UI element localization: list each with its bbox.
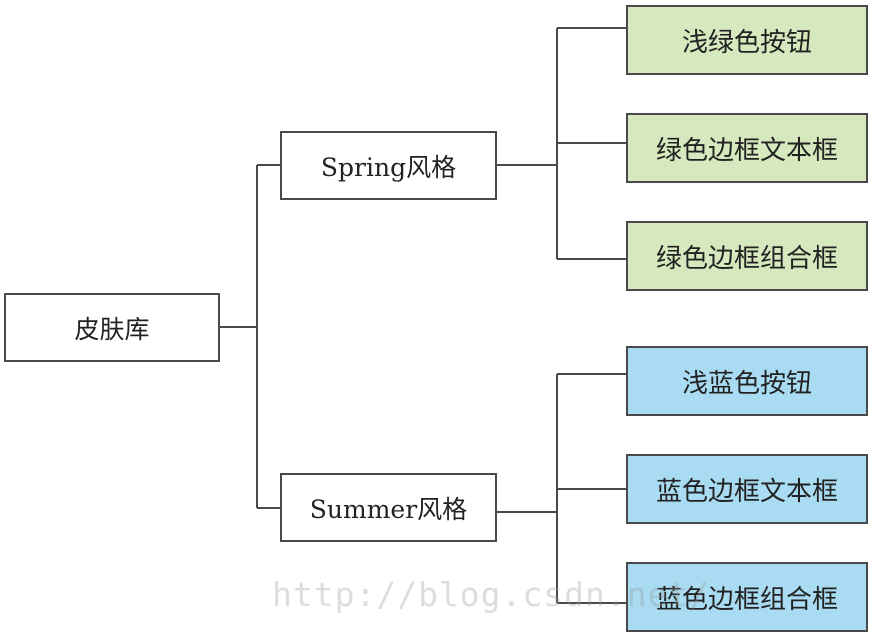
leaf-label: 浅绿色按钮 (681, 27, 812, 58)
summer-node-label: Summer风格 (309, 494, 468, 524)
leaf-label: 蓝色边框组合框 (655, 584, 838, 615)
leaf-label: 蓝色边框文本框 (655, 476, 838, 507)
leaf-node-green-border-textbox: 绿色边框文本框 (626, 113, 868, 183)
leaf-node-green-border-combobox: 绿色边框组合框 (626, 221, 868, 291)
leaf-node-blue-border-textbox: 蓝色边框文本框 (626, 454, 868, 524)
root-node-skin-library: 皮肤库 (4, 293, 220, 362)
branch-node-summer-style: Summer风格 (280, 473, 497, 542)
leaf-node-blue-border-combobox: 蓝色边框组合框 (626, 562, 868, 632)
spring-node-label: Spring风格 (320, 152, 457, 182)
branch-node-spring-style: Spring风格 (280, 131, 497, 200)
leaf-node-light-blue-button: 浅蓝色按钮 (626, 346, 868, 416)
leaf-label: 绿色边框文本框 (655, 135, 838, 166)
leaf-label: 绿色边框组合框 (655, 243, 838, 274)
leaf-label: 浅蓝色按钮 (681, 368, 812, 399)
watermark-text: http://blog.csdn.net/ (272, 575, 711, 614)
root-node-label: 皮肤库 (74, 314, 150, 344)
leaf-node-light-green-button: 浅绿色按钮 (626, 5, 868, 75)
